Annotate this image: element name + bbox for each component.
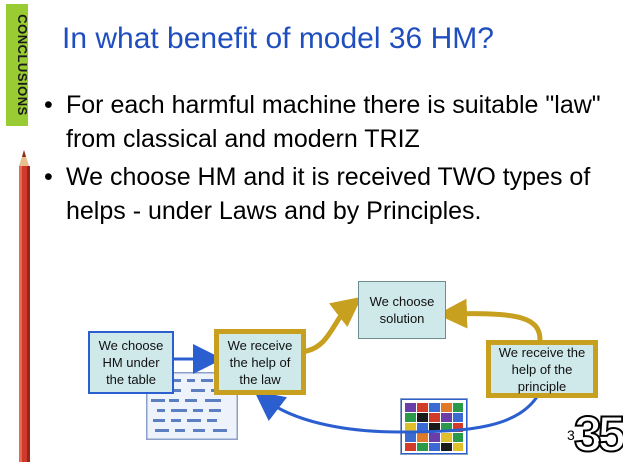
principles-matrix-thumbnail: [400, 398, 468, 455]
bullet-text: We choose HM and it is received TWO type…: [66, 163, 591, 225]
receive-law-label: We receive the help of the law: [227, 337, 293, 387]
bullet-list: • For each harmful machine there is suit…: [44, 88, 604, 232]
bullet-item: • We choose HM and it is received TWO ty…: [44, 160, 604, 228]
choose-hm-box: We choose HM under the table: [88, 331, 174, 394]
receive-law-box: We receive the help of the law: [214, 329, 306, 395]
arrow-principle-to-solution: [437, 298, 543, 341]
bullet-item: • For each harmful machine there is suit…: [44, 88, 604, 156]
page-title: In what benefit of model 36 HM?: [62, 22, 494, 55]
choose-hm-label: We choose HM under the table: [98, 338, 164, 387]
arrow-law-to-solution: [299, 296, 362, 355]
receive-principle-label: We receive the help of the principle: [498, 344, 586, 394]
bullet-text: For each harmful machine there is suitab…: [66, 91, 601, 153]
receive-principle-box: We receive the help of the principle: [486, 340, 598, 398]
slide-number: 35: [573, 405, 623, 463]
page-number: 3: [567, 427, 575, 443]
conclusions-tab: [6, 4, 28, 126]
arrow-principle-to-law: [254, 390, 542, 434]
bullet-dot-icon: •: [44, 163, 53, 191]
choose-solution-box: We choose solution: [358, 281, 446, 339]
bullet-dot-icon: •: [44, 91, 53, 119]
choose-solution-label: We choose solution: [369, 294, 435, 326]
